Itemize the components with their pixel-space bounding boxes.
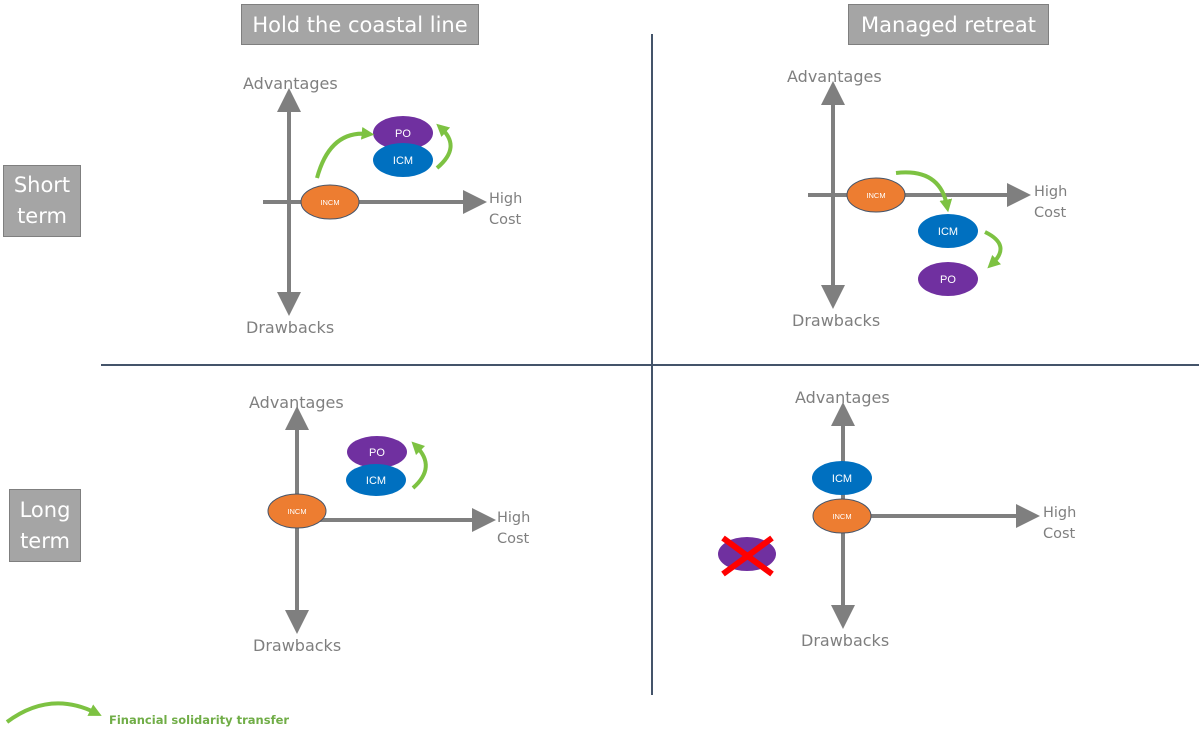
q3-po-text: PO: [369, 447, 385, 459]
q4-icm-node: ICM: [812, 461, 872, 495]
q1-advantages-label: Advantages: [243, 74, 338, 93]
q2-transfer-arrow-incm-icm: [895, 170, 953, 213]
q1-actors: PO ICM INCM: [300, 116, 453, 220]
q4-incm-text: INCM: [832, 512, 851, 521]
q2-icm-text: ICM: [938, 226, 958, 238]
horizontal-divider: [101, 364, 1199, 366]
q1-transfer-arrow-incm-po: [315, 126, 375, 179]
row-header-short-label: Short term: [13, 173, 71, 228]
q1-high-cost-label: High Cost: [489, 189, 522, 231]
q1-axes: [263, 88, 487, 316]
row-header-long-label: Long term: [19, 497, 71, 553]
q2-po-text: PO: [940, 274, 956, 286]
cost-text: Cost: [497, 531, 530, 547]
q1-incm-text: INCM: [320, 198, 339, 207]
column-header-retreat: Managed retreat: [848, 4, 1049, 45]
q3-drawbacks-label: Drawbacks: [253, 636, 342, 655]
q4-advantages-label: Advantages: [795, 388, 890, 407]
q1-po-text: PO: [395, 128, 411, 140]
q3-incm-node: INCM: [267, 493, 327, 529]
q4-incm-node: INCM: [812, 498, 872, 534]
q2-incm-node: INCM: [846, 177, 906, 213]
q3-icm-node: ICM: [346, 464, 406, 496]
cross-icon-line2: [721, 535, 774, 577]
cost-text: Cost: [1043, 526, 1076, 542]
cost-text: Cost: [489, 212, 522, 228]
q4-actors: ICM INCM: [718, 461, 872, 577]
q2-transfer-arrow-icm-po: [984, 230, 1003, 269]
q2-axes: [808, 81, 1031, 309]
q1-transfer-arrow-icm-po: [435, 123, 453, 170]
q1-drawbacks-label: Drawbacks: [246, 318, 335, 337]
vertical-divider: [651, 34, 653, 695]
q1-icm-node: ICM: [373, 143, 433, 177]
q1-icm-text: ICM: [393, 155, 413, 167]
q3-advantages-label: Advantages: [249, 393, 344, 412]
q3-high-cost-label: High Cost: [497, 508, 530, 550]
legend-transfer-arrow-icon: [5, 701, 102, 724]
q4-po-node-eliminated: [718, 535, 776, 577]
q2-incm-text: INCM: [866, 191, 885, 200]
q3-transfer-arrow-icm-po: [411, 441, 428, 490]
q3-actors: PO ICM INCM: [267, 436, 428, 529]
q2-po-node: PO: [918, 262, 978, 296]
legend-label: Financial solidarity transfer: [109, 713, 290, 727]
high-text: High: [497, 510, 531, 526]
column-header-hold: Hold the coastal line: [241, 4, 479, 45]
high-text: High: [489, 191, 523, 207]
high-text: High: [1034, 184, 1068, 200]
q4-icm-text: ICM: [832, 473, 852, 485]
high-text: High: [1043, 505, 1077, 521]
q1-po-node: PO: [373, 116, 433, 150]
q1-incm-node: INCM: [300, 184, 360, 220]
q2-actors: INCM ICM PO: [846, 170, 1003, 296]
row-header-short: Short term: [3, 165, 81, 237]
cost-text: Cost: [1034, 205, 1067, 221]
q2-high-cost-label: High Cost: [1034, 182, 1067, 224]
q2-drawbacks-label: Drawbacks: [792, 311, 881, 330]
q4-drawbacks-label: Drawbacks: [801, 631, 890, 650]
row-header-long: Long term: [9, 489, 81, 562]
q4-high-cost-label: High Cost: [1043, 503, 1076, 545]
q3-po-node: PO: [347, 436, 407, 468]
q2-advantages-label: Advantages: [787, 67, 882, 86]
q2-icm-node: ICM: [918, 214, 978, 248]
q3-icm-text: ICM: [366, 475, 386, 487]
q3-incm-text: INCM: [287, 507, 306, 516]
